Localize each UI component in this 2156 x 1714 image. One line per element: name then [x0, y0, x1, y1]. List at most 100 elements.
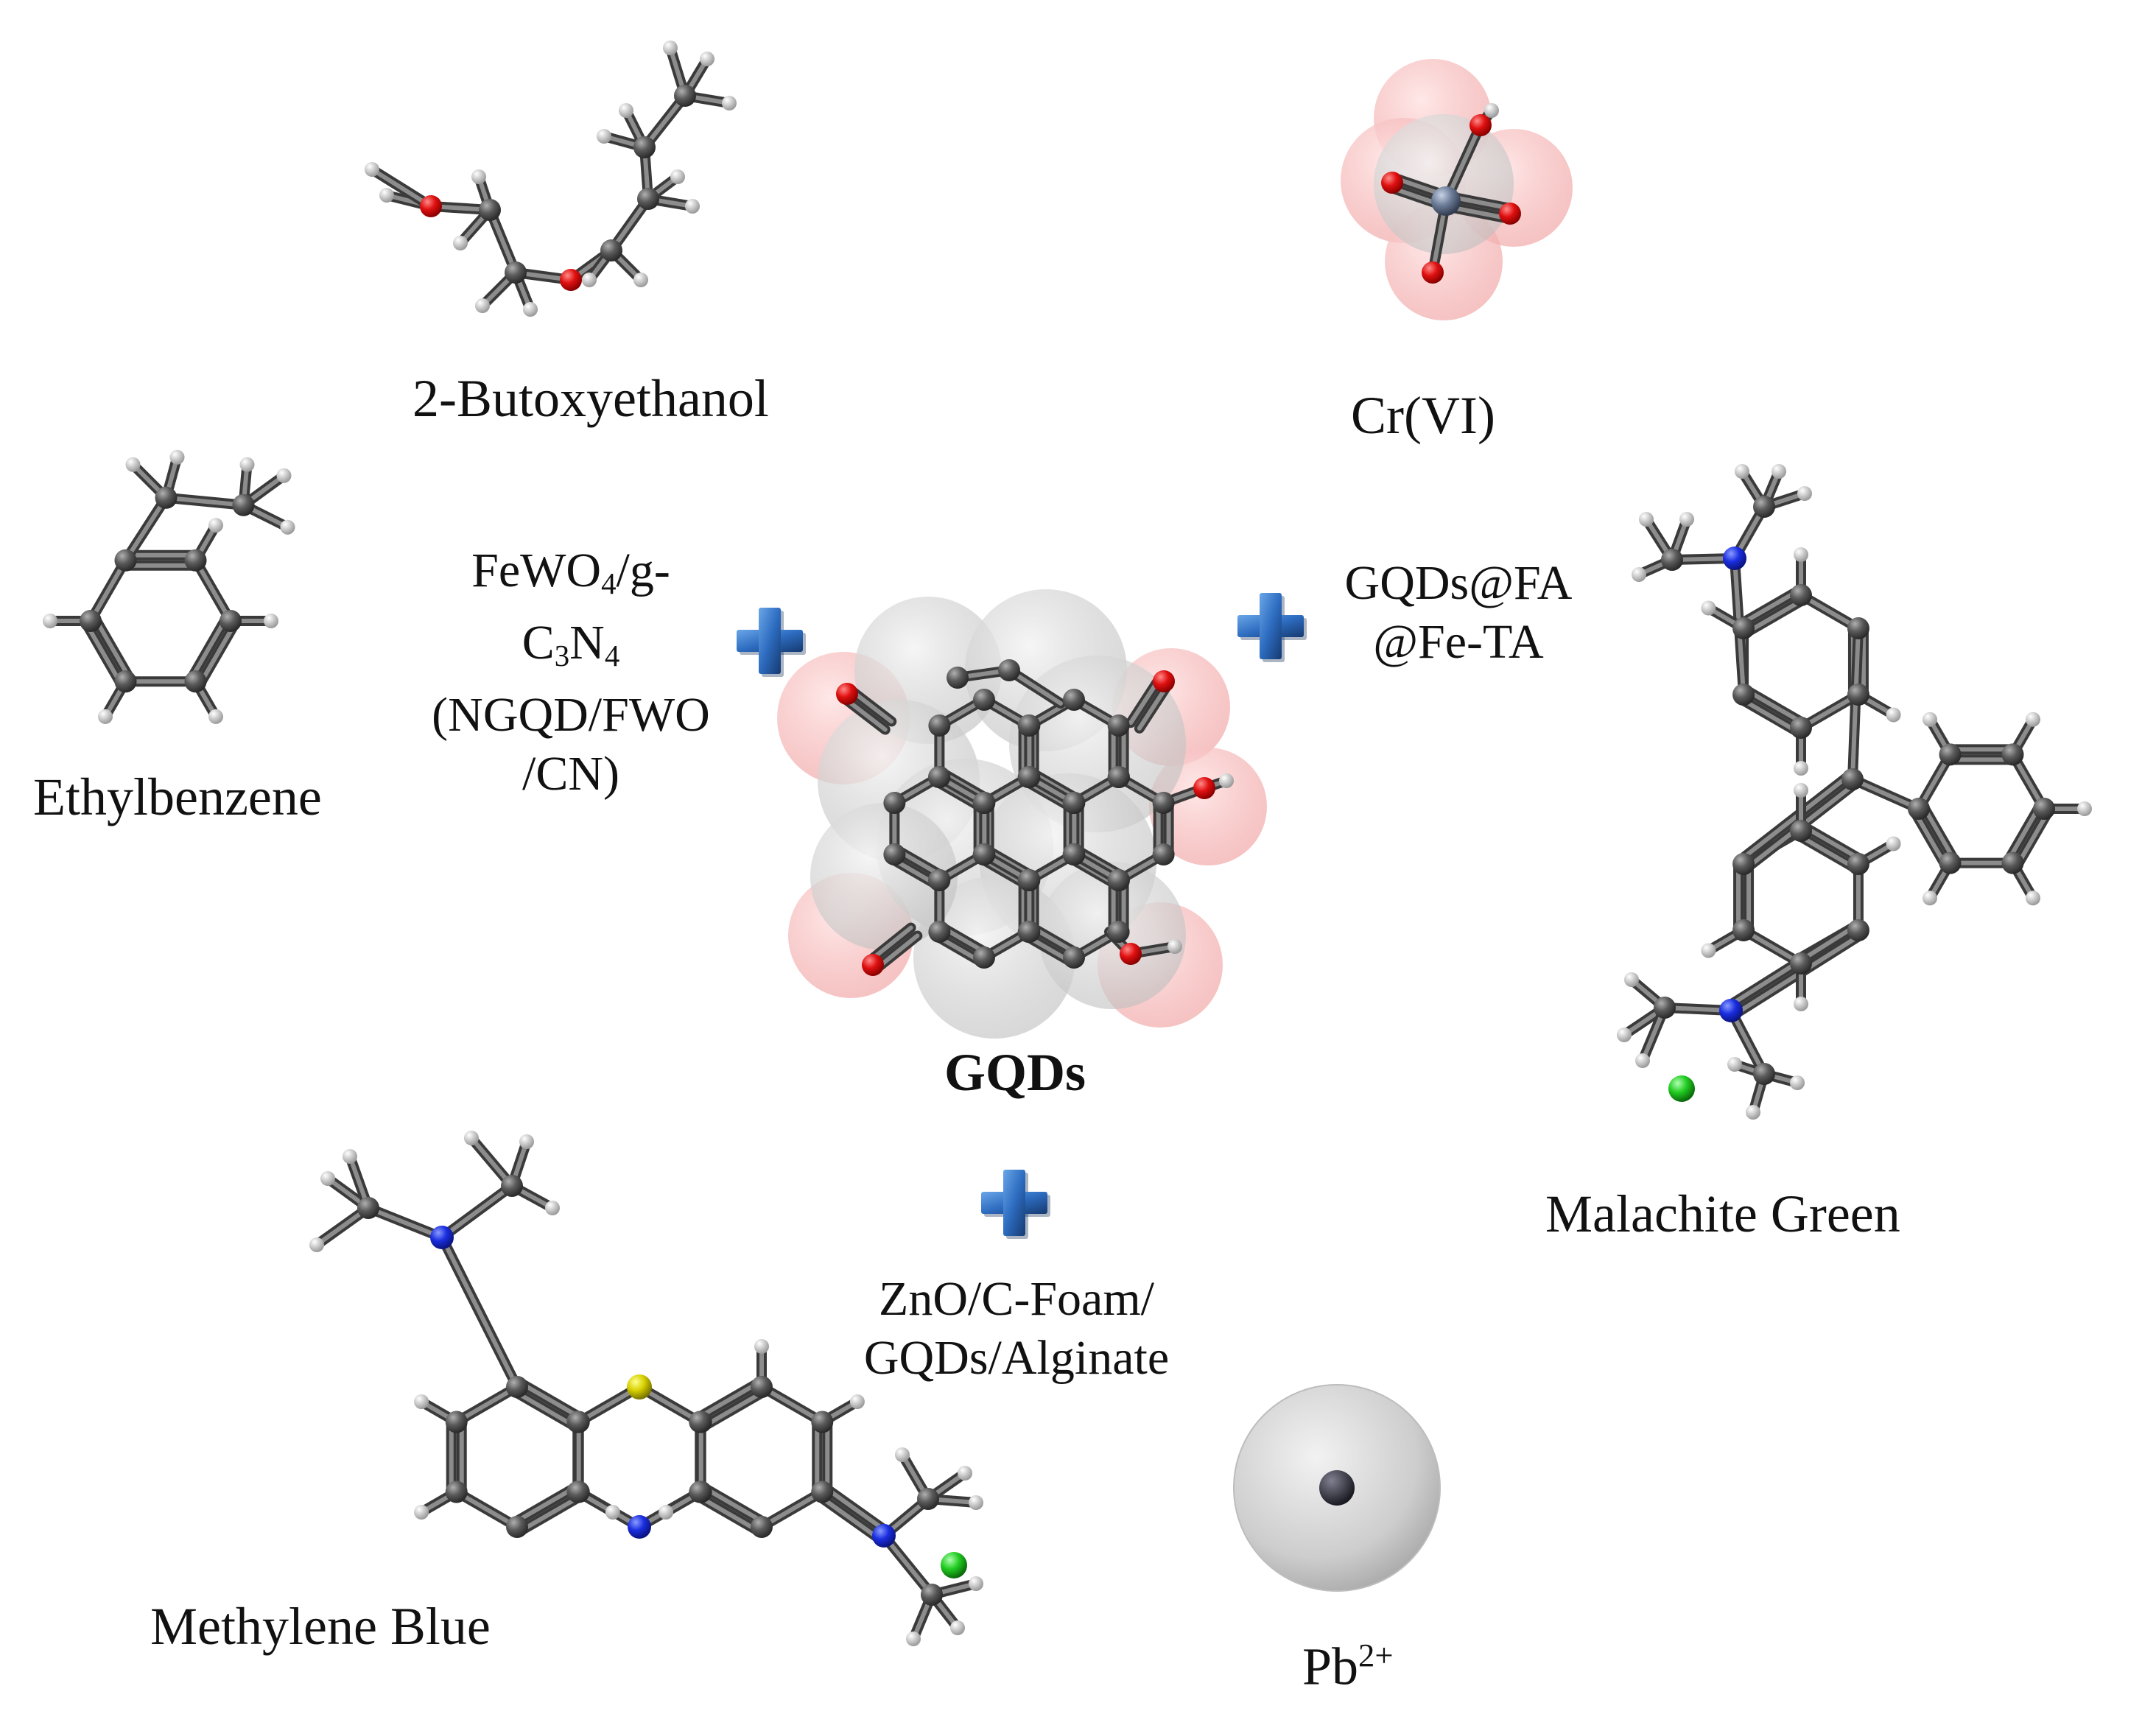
butoxyethanol-carbon-atom [637, 188, 659, 210]
methylene-blue-carbon-atom [689, 1481, 712, 1503]
butoxyethanol-carbon-atom [505, 261, 527, 284]
methylene-blue-nitrogen-atom [872, 1524, 896, 1548]
malachite-green-hydrogen-atom [2077, 801, 2092, 816]
butoxyethanol-hydrogen-atom [471, 169, 486, 184]
methylene-blue-hydrogen-atom [659, 1505, 674, 1520]
ethylbenzene-bond-highlight [123, 495, 169, 563]
methylene-blue-hydrogen-atom [969, 1495, 983, 1510]
malachite-green-hydrogen-atom [1771, 464, 1786, 479]
ethylbenzene-carbon-atom [184, 549, 207, 572]
malachite-green-bond-highlight [1744, 597, 1806, 636]
malachite-green-carbon-atom [1753, 1063, 1775, 1085]
chromate-oxygen-atom [1469, 114, 1492, 136]
malachite-green-carbon-atom [1847, 617, 1869, 639]
butoxyethanol-carbon-atom [674, 85, 696, 107]
plus-icon-left [737, 608, 806, 677]
methylene-blue-bond-highlight [517, 1380, 583, 1420]
ethylbenzene-carbon-atom [184, 670, 207, 693]
malachite-green-carbon-atom [1790, 717, 1812, 739]
gqd-carbon-atom [1063, 946, 1085, 969]
malachite-green-carbon-atom [1732, 684, 1755, 706]
malachite-green-carbon-atom [1753, 496, 1775, 518]
methylene-blue-bond-highlight [454, 1489, 519, 1529]
malachite-green-carbon-atom [1939, 851, 1962, 874]
butoxyethanol-carbon-atom [600, 239, 622, 261]
butoxyethanol-hydrogen-atom [663, 41, 678, 55]
malachite-green-hydrogen-atom [1923, 712, 1937, 727]
gqd-carbon-atom [928, 921, 951, 943]
catalyst-left-line1: FeWO4/g- [471, 544, 670, 601]
catalyst-bottom: ZnO/C-Foam/ GQDs/Alginate [832, 1270, 1201, 1388]
malachite-green-hydrogen-atom [1886, 836, 1901, 851]
malachite-green-carbon-atom [1790, 952, 1812, 974]
malachite-green-chloride-ion-atom [1668, 1075, 1695, 1102]
chromate-oxygen-atom [1381, 172, 1403, 194]
malachite-green-hydrogen-atom [1635, 1053, 1650, 1068]
chromate-oxygen-atom [1422, 261, 1444, 284]
catalyst-left-line2: C3N4 [522, 616, 620, 673]
butoxyethanol-hydrogen-atom [597, 129, 611, 144]
ethylbenzene-hydrogen-atom [169, 449, 185, 465]
gqd-carbon-atom [928, 869, 951, 891]
ethylbenzene-hydrogen-atom [276, 468, 292, 483]
methylene-blue-bond-highlight [454, 1385, 519, 1425]
malachite-green-bond-highlight [1799, 692, 1861, 730]
methylene-blue-carbon-atom [567, 1411, 590, 1433]
butoxyethanol-hydrogen-atom [722, 96, 737, 110]
gqd-hydrogen-atom [1167, 939, 1182, 954]
chromate-vdw-sphere [1374, 114, 1514, 254]
methylene-blue-nitrogen-atom [430, 1226, 454, 1249]
malachite-green-nitrogen-atom [1719, 999, 1743, 1022]
gqd-carbon-atom [1063, 792, 1086, 814]
malachite-green-nitrogen-atom [1723, 547, 1746, 570]
malachite-green-hydrogen-atom [1797, 486, 1812, 501]
methylene-blue-carbon-atom [811, 1411, 834, 1433]
ethylbenzene-bond-highlight [197, 621, 238, 686]
methylene-blue-carbon-atom [921, 1584, 943, 1606]
methylene-blue-hydrogen-atom [958, 1466, 972, 1481]
methylene-blue-bond-highlight [701, 1389, 767, 1429]
malachite-green-hydrogen-atom [1617, 1028, 1632, 1042]
ethylbenzene-carbon-atom [232, 494, 255, 516]
malachite-green-bond-highlight [1850, 777, 1921, 811]
methylene-blue-bond-highlight [882, 1534, 934, 1597]
label-methylene-blue: Methylene Blue [150, 1597, 491, 1656]
malachite-green-carbon-atom [1661, 549, 1683, 571]
ethylbenzene-carbon-atom [114, 670, 137, 693]
ethylbenzene-hydrogen-atom [43, 614, 57, 628]
methylene-blue-carbon-atom [506, 1376, 528, 1398]
ethylbenzene-hydrogen-atom [280, 519, 295, 535]
malachite-green-carbon-atom [1790, 584, 1812, 606]
malachite-green-hydrogen-atom [1701, 600, 1716, 616]
methylene-blue-hydrogen-atom [343, 1149, 357, 1164]
gqd-carbon-atom [947, 667, 969, 689]
butoxyethanol-hydrogen-atom [523, 302, 538, 317]
malachite-green-bond-highlight [1738, 697, 1801, 735]
catalyst-right: GQDs@FA @Fe-TA [1311, 554, 1606, 672]
butoxyethanol-oxygen-atom [560, 269, 582, 291]
malachite-green-hydrogen-atom [1794, 547, 1808, 562]
methylene-blue-carbon-atom [811, 1481, 834, 1503]
malachite-green-hydrogen-atom [1746, 1105, 1760, 1120]
ethylbenzene-hydrogen-atom [264, 614, 278, 628]
chromate-hydrogen-atom [1484, 103, 1499, 118]
methylene-blue-hydrogen-atom [414, 1505, 429, 1520]
malachite-green-carbon-atom [1847, 684, 1869, 706]
ethylbenzene-bond-highlight [88, 558, 128, 623]
methylene-blue-carbon-atom [917, 1488, 939, 1510]
methylene-blue-hydrogen-atom [969, 1576, 983, 1591]
gqd-carbon-atom [928, 714, 951, 737]
plus-icon-right [1237, 593, 1307, 662]
label-2-butoxyethanol: 2-Butoxyethanol [412, 369, 769, 428]
ethylbenzene-bond-highlight [193, 558, 233, 623]
gqd-oxygen-atom [1120, 943, 1142, 965]
methylene-blue-sulfur-atom [627, 1374, 652, 1399]
malachite-green-hydrogen-atom [1794, 761, 1808, 776]
methylene-blue-hydrogen-atom [309, 1237, 324, 1252]
gqd-carbon-atom [1107, 921, 1130, 943]
ethylbenzene-bond-highlight [189, 616, 228, 681]
plus-icon-bottom [981, 1170, 1050, 1239]
gqd-hydrogen-atom [1219, 773, 1234, 788]
methylene-blue-bond-highlight [759, 1385, 825, 1425]
malachite-green-bond-highlight [1801, 823, 1864, 862]
